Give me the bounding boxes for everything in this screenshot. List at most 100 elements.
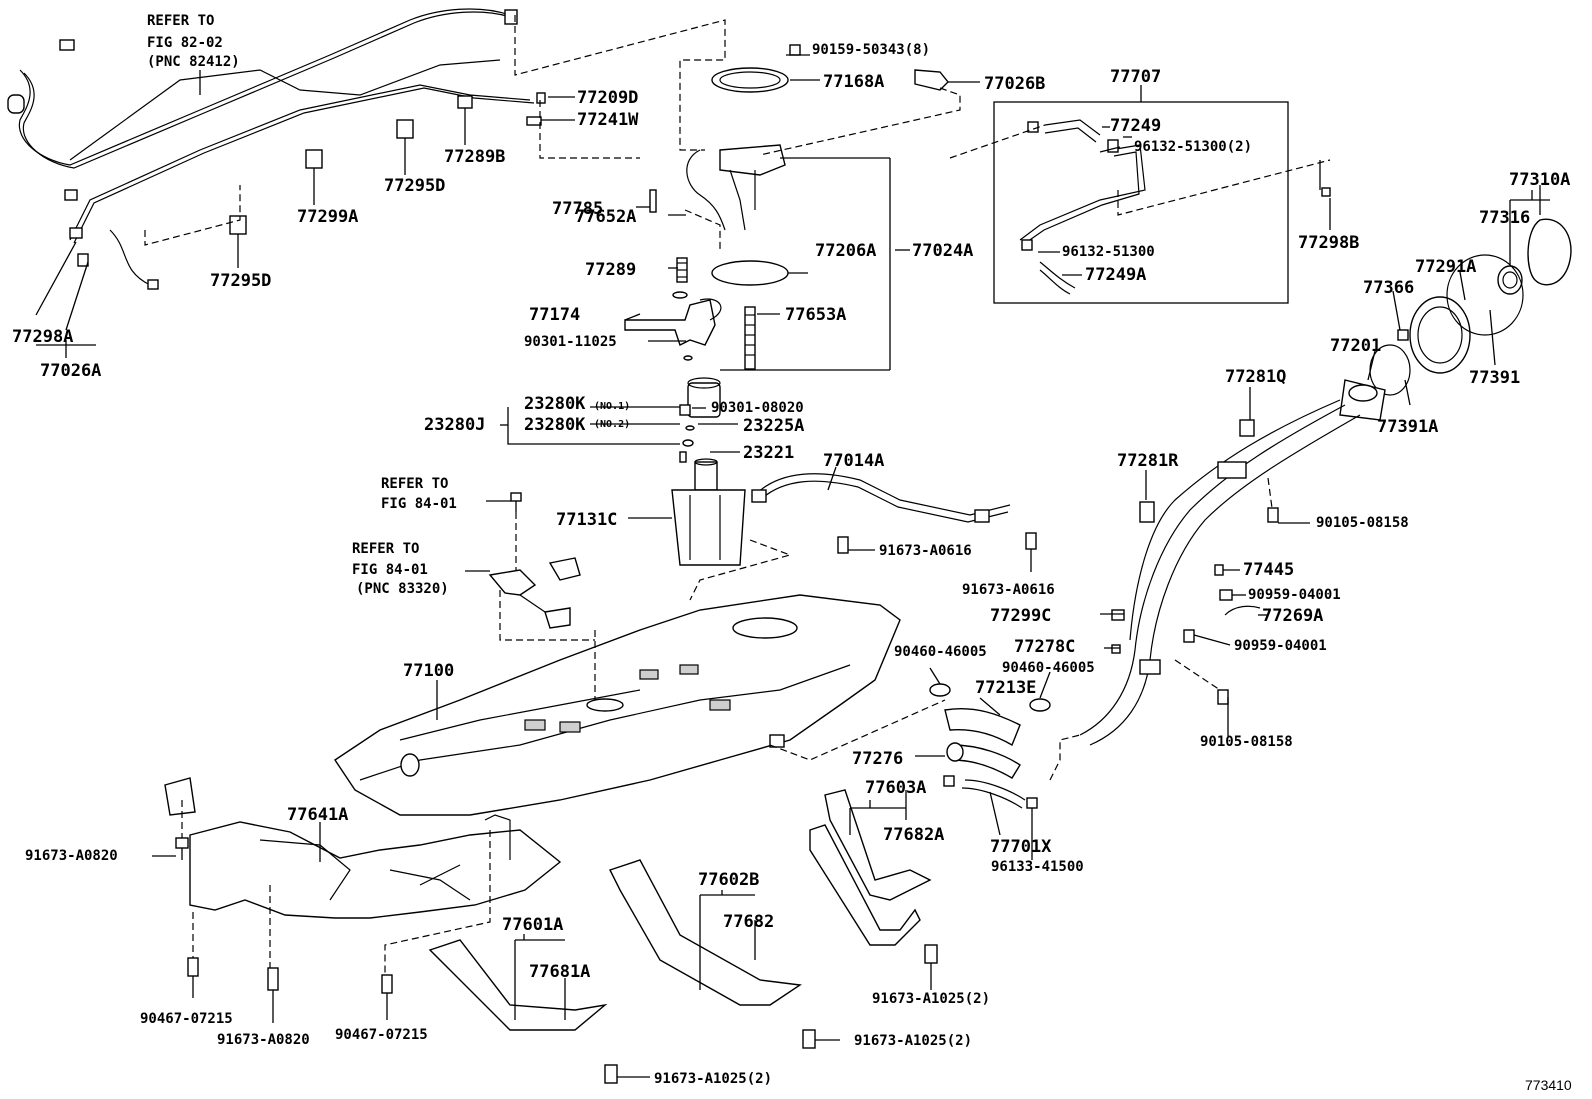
part-label: 90959-04001 <box>1234 638 1327 654</box>
part-label: 77391A <box>1377 417 1438 437</box>
part-label: 77316 <box>1479 208 1530 228</box>
part-label: 77653A <box>785 305 846 325</box>
part-label: 77209D <box>577 88 638 108</box>
part-label: 77168A <box>823 72 884 92</box>
part-label: 23280J <box>424 415 485 435</box>
part-label: 91673-A0820 <box>217 1032 310 1048</box>
part-sublabel: (NO.1) <box>594 401 630 412</box>
part-label: 77024A <box>912 241 973 261</box>
part-label: 77391 <box>1469 368 1520 388</box>
part-label: 77601A <box>502 915 563 935</box>
part-label: 77249A <box>1085 265 1146 285</box>
part-label: 77206A <box>815 241 876 261</box>
part-label: 23280K <box>524 415 586 435</box>
ref-note-line: FIG 84-01 <box>352 562 428 578</box>
part-label: 77213E <box>975 678 1036 698</box>
ref-note-line: REFER TO <box>381 476 448 492</box>
part-label: 90467-07215 <box>140 1011 233 1027</box>
part-label: 77014A <box>823 451 884 471</box>
ref-note-line: REFER TO <box>352 541 419 557</box>
part-label: 77100 <box>403 661 454 681</box>
part-sublabel: (NO.2) <box>594 419 630 430</box>
evap-tube <box>751 473 1037 554</box>
part-label: 77291A <box>1415 257 1476 277</box>
reference-notes: REFER TO FIG 82-02 (PNC 82412) REFER TO … <box>147 13 457 597</box>
part-label: 90105-08158 <box>1200 734 1293 750</box>
part-label: 96132-51300(2) <box>1134 139 1252 155</box>
part-label: 90301-11025 <box>524 334 617 350</box>
part-label: 77366 <box>1363 278 1414 298</box>
clips <box>229 92 546 235</box>
part-label: 90467-07215 <box>335 1027 428 1043</box>
part-label: 91673-A1025(2) <box>654 1071 772 1087</box>
part-label: 90460-46005 <box>894 644 987 660</box>
part-label: 77281Q <box>1225 367 1286 387</box>
part-label: 77289B <box>444 147 505 167</box>
part-label: 77641A <box>287 805 348 825</box>
part-label: 77241W <box>577 110 639 130</box>
leader-lines <box>35 54 1541 1078</box>
part-label: 90460-46005 <box>1002 660 1095 676</box>
filler-cap-and-pipe <box>1079 218 1572 746</box>
dashed-guides <box>144 15 1331 975</box>
part-label: 91673-A0820 <box>25 848 118 864</box>
fuel-line-assembly <box>7 8 535 290</box>
ref-note-line: (PNC 82412) <box>147 54 240 70</box>
part-label: 77295D <box>210 271 271 291</box>
part-label: 77201 <box>1330 336 1381 356</box>
part-label: 77026A <box>40 361 101 381</box>
part-label: 77603A <box>865 778 926 798</box>
part-label: 96133-41500 <box>991 859 1084 875</box>
figure-id: 773410 <box>1525 1077 1572 1093</box>
part-label: 77131C <box>556 510 617 530</box>
filler-hoses <box>929 683 1051 809</box>
part-label: 90301-08020 <box>711 400 804 416</box>
part-label: 77445 <box>1243 560 1294 580</box>
part-labels: 90159-50343(8) 77168A 77026B 77707 77249… <box>12 42 1572 1093</box>
part-label: 90159-50343(8) <box>812 42 930 58</box>
part-label: 77299A <box>297 207 358 227</box>
part-label: 77785 <box>552 199 603 219</box>
part-label: 91673-A1025(2) <box>854 1033 972 1049</box>
bracket-parts <box>488 557 581 629</box>
part-label: 77652A <box>575 207 636 227</box>
part-label: 96132-51300 <box>1062 244 1155 260</box>
part-label: 77682A <box>883 825 944 845</box>
part-label: 77278C <box>1014 637 1075 657</box>
fuel-tank-bands <box>428 789 932 1031</box>
part-label: 77701X <box>990 837 1052 857</box>
part-label: 90959-04001 <box>1248 587 1341 603</box>
part-label: 77281R <box>1117 451 1179 471</box>
part-label: 77026B <box>984 74 1045 94</box>
part-label: 77310A <box>1509 170 1570 190</box>
part-label: 77682 <box>723 912 774 932</box>
vent-hose-set <box>1019 119 1331 295</box>
fuel-pump-assembly <box>624 44 949 566</box>
bolts <box>175 492 938 1084</box>
part-label: 77707 <box>1110 67 1161 87</box>
part-label: 90105-08158 <box>1316 515 1409 531</box>
part-label: 23221 <box>743 443 794 463</box>
part-label: 77681A <box>529 962 590 982</box>
part-label: 77298A <box>12 327 73 347</box>
heat-insulator <box>164 777 562 919</box>
part-label: 77295D <box>384 176 445 196</box>
part-label: 91673-A0616 <box>879 543 972 559</box>
part-label: 23280K <box>524 394 586 414</box>
ref-note-line: FIG 82-02 <box>147 35 223 51</box>
part-label: 77276 <box>852 749 903 769</box>
ref-note-line: (PNC 83320) <box>356 581 449 597</box>
ref-note-line: FIG 84-01 <box>381 496 457 512</box>
part-label: 77298B <box>1298 233 1359 253</box>
ref-note-line: REFER TO <box>147 13 214 29</box>
part-label: 23225A <box>743 416 804 436</box>
part-label: 77269A <box>1262 606 1323 626</box>
part-label: 91673-A0616 <box>962 582 1055 598</box>
part-label: 91673-A1025(2) <box>872 991 990 1007</box>
fuel-tank <box>334 594 901 816</box>
part-label: 77289 <box>585 260 636 280</box>
part-label: 77174 <box>529 305 580 325</box>
part-label: 77249 <box>1110 116 1161 136</box>
part-label: 77602B <box>698 870 759 890</box>
